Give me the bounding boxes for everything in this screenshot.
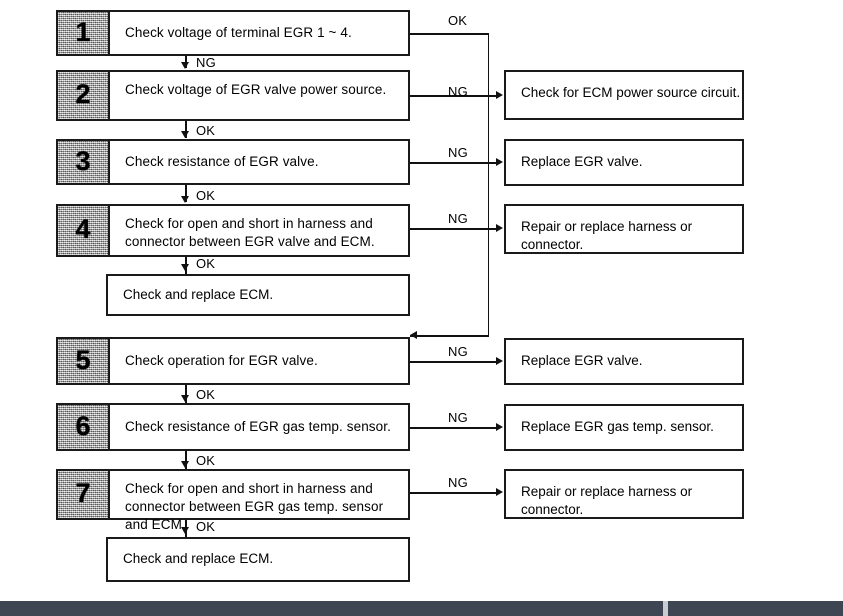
connector-step1-ok-return [410, 335, 489, 337]
arrow-step3-ng [496, 158, 503, 166]
action-box-7[interactable]: Repair or replace harness or connector. [504, 469, 744, 519]
connector-step3-to-step4 [185, 185, 187, 202]
action-box-3[interactable]: Replace EGR valve. [504, 139, 744, 186]
connector-step2-to-step3 [185, 121, 187, 138]
step-number-tab-5: 5 [58, 339, 110, 383]
action-box-6[interactable]: Replace EGR gas temp. sensor. [504, 404, 744, 451]
edge-label-step3-ok: OK [196, 188, 216, 203]
step-number-3: 3 [75, 145, 91, 176]
step-text-5: Check operation for EGR valve. [125, 352, 318, 368]
step-box-4[interactable]: 4 Check for open and short in harness an… [56, 204, 410, 257]
step-number-tab-4: 4 [58, 206, 110, 255]
action-text-5: Replace EGR valve. [521, 353, 643, 369]
footer-bar-divider [663, 601, 668, 616]
step-box-3[interactable]: 3 Check resistance of EGR valve. [56, 139, 410, 185]
action-text-7: Repair or replace harness or connector. [521, 484, 693, 518]
step-number-tab-6: 6 [58, 405, 110, 449]
connector-step6-ng [410, 427, 497, 429]
connector-step7-ng [410, 492, 497, 494]
edge-label-step6-ng: NG [448, 410, 468, 425]
connector-step5-to-step6 [185, 385, 187, 403]
arrow-step5-to-step6 [181, 395, 189, 402]
step-box-2[interactable]: 2 Check voltage of EGR valve power sourc… [56, 70, 410, 121]
arrow-step2-ng [496, 91, 503, 99]
edge-label-step1-ng: NG [196, 55, 216, 70]
step-box-6[interactable]: 6 Check resistance of EGR gas temp. sens… [56, 403, 410, 451]
action-box-2[interactable]: Check for ECM power source circuit. [504, 70, 744, 120]
step-text-1: Check voltage of terminal EGR 1 ~ 4. [125, 24, 352, 40]
terminal-box-ecm-lower[interactable]: Check and replace ECM. [106, 537, 410, 582]
terminal-box-ecm-upper[interactable]: Check and replace ECM. [106, 274, 410, 316]
edge-label-step3-ng: NG [448, 145, 468, 160]
edge-label-step5-ng: NG [448, 344, 468, 359]
connector-step3-ng [410, 162, 497, 164]
step-number-tab-7: 7 [58, 471, 110, 518]
connector-step5-ng [410, 361, 497, 363]
arrow-step7-to-ecm-lower [181, 527, 189, 534]
step-number-tab-1: 1 [58, 12, 110, 54]
arrow-step1-to-step2 [181, 62, 189, 69]
step-number-2: 2 [75, 79, 91, 109]
step-text-3: Check resistance of EGR valve. [125, 153, 319, 169]
edge-label-step4-ok: OK [196, 256, 216, 271]
connector-step4-ng [410, 228, 497, 230]
edge-label-step2-ng: NG [448, 84, 468, 99]
action-text-4: Repair or replace harness or connector. [521, 219, 693, 253]
connector-step1-ok-vertical [487, 33, 490, 336]
arrow-step6-to-step7 [181, 461, 189, 468]
connector-step6-to-step7 [185, 451, 187, 469]
step-number-1: 1 [75, 16, 91, 47]
arrow-step2-to-step3 [181, 131, 189, 138]
action-text-3: Replace EGR valve. [521, 154, 643, 170]
terminal-text-ecm-upper: Check and replace ECM. [123, 286, 274, 302]
step-box-5[interactable]: 5 Check operation for EGR valve. [56, 337, 410, 385]
arrow-step7-ng [496, 488, 503, 496]
action-box-4[interactable]: Repair or replace harness or connector. [504, 204, 744, 254]
arrow-step4-to-ecm-upper [181, 264, 189, 271]
arrow-step3-to-step4 [181, 196, 189, 203]
action-text-6: Replace EGR gas temp. sensor. [521, 419, 714, 435]
arrow-step4-ng [496, 224, 503, 232]
action-text-2: Check for ECM power source circuit. [521, 85, 741, 100]
arrow-step6-ng [496, 423, 503, 431]
edge-label-step1-ok: OK [448, 13, 468, 28]
step-number-4: 4 [75, 214, 91, 244]
arrow-step1-ok-into-step5 [410, 331, 417, 339]
step-text-4: Check for open and short in harness and … [125, 216, 375, 250]
step-number-7: 7 [75, 478, 91, 508]
edge-label-step5-ok: OK [196, 387, 216, 402]
step-box-7[interactable]: 7 Check for open and short in harness an… [56, 469, 410, 533]
terminal-text-ecm-lower: Check and replace ECM. [123, 551, 274, 567]
edge-label-step7-ng: NG [448, 475, 468, 490]
step-text-2: Check voltage of EGR valve power source. [125, 82, 387, 97]
edge-label-step2-ok: OK [196, 123, 216, 138]
step-box-1[interactable]: 1 Check voltage of terminal EGR 1 ~ 4. [56, 10, 410, 56]
footer-bar [0, 601, 843, 616]
step-number-tab-3: 3 [58, 141, 110, 183]
step-text-6: Check resistance of EGR gas temp. sensor… [125, 418, 391, 434]
edge-label-step7-ok: OK [196, 519, 216, 534]
step-number-6: 6 [75, 410, 91, 441]
connector-step2-ng [410, 95, 497, 97]
arrow-step5-ng [496, 357, 503, 365]
action-box-5[interactable]: Replace EGR valve. [504, 338, 744, 385]
step-number-5: 5 [75, 344, 91, 375]
step-number-tab-2: 2 [58, 72, 110, 119]
connector-step1-ok-horizontal [410, 33, 489, 35]
edge-label-step6-ok: OK [196, 453, 216, 468]
step-text-7: Check for open and short in harness and … [125, 481, 384, 533]
edge-label-step4-ng: NG [448, 211, 468, 226]
